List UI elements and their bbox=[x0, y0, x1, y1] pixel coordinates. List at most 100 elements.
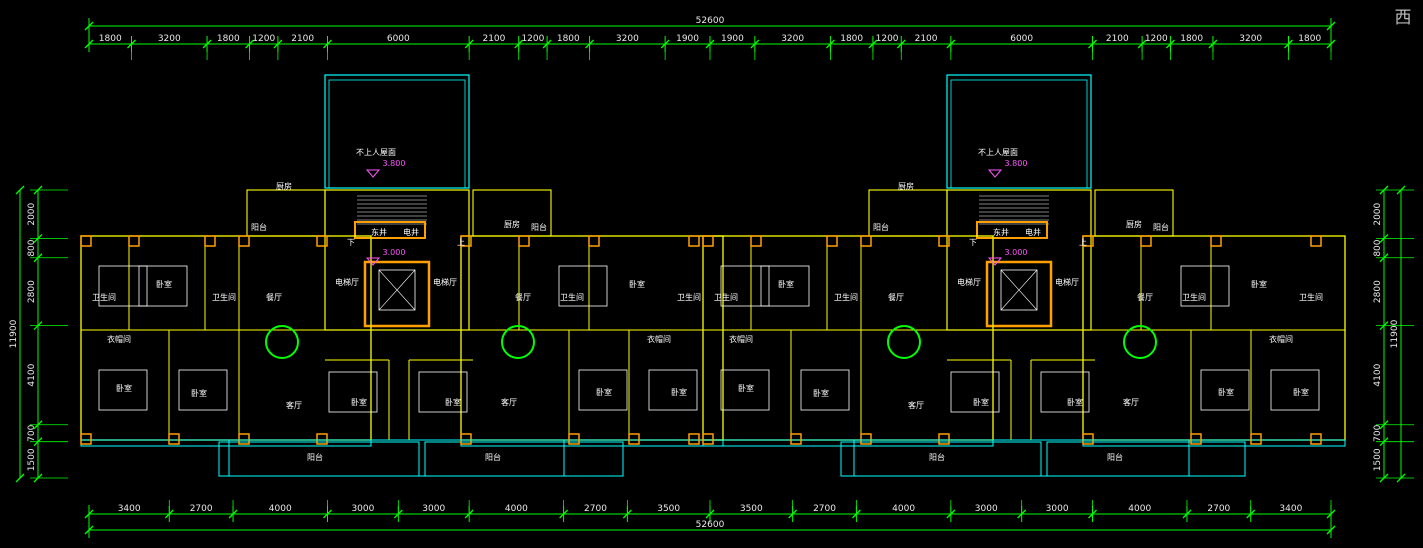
top-segment-label: 1800 bbox=[217, 34, 240, 44]
dimension-tick bbox=[15, 185, 25, 195]
room-label: 电井 bbox=[1025, 227, 1041, 237]
structural-column bbox=[1082, 235, 1094, 247]
roof-terrace-inner bbox=[950, 79, 1088, 189]
structural-column bbox=[518, 235, 530, 247]
bed-fixture bbox=[1040, 371, 1090, 413]
room-label: 卧室 bbox=[671, 387, 687, 397]
bottom-segment-label: 3000 bbox=[975, 504, 998, 514]
balcony bbox=[424, 441, 624, 477]
bottom-segment-label: 4000 bbox=[505, 504, 528, 514]
structural-column bbox=[460, 433, 472, 445]
kitchen-bay bbox=[246, 189, 326, 237]
top-segment-label: 3200 bbox=[616, 34, 639, 44]
room-label: 客厅 bbox=[1123, 397, 1139, 407]
room-label: 卫生间 bbox=[834, 292, 858, 302]
bed-fixture bbox=[720, 369, 770, 411]
room-label: 餐厅 bbox=[1137, 293, 1153, 302]
top-segment-label: 1200 bbox=[876, 34, 899, 44]
bottom-segment-label: 2700 bbox=[584, 504, 607, 514]
top-segment-label: 1200 bbox=[252, 34, 275, 44]
bed-fixture bbox=[178, 369, 228, 411]
bed-fixture bbox=[720, 265, 770, 307]
structural-column bbox=[316, 433, 328, 445]
elevator-x bbox=[378, 269, 416, 311]
structural-column bbox=[588, 235, 600, 247]
room-label: 阳台 bbox=[251, 222, 267, 232]
left-dim-label: 700 bbox=[27, 424, 37, 441]
structural-column bbox=[860, 433, 872, 445]
floor-elevation: 3.000 bbox=[1005, 248, 1028, 257]
room-label: 卧室 bbox=[1293, 387, 1309, 397]
structural-column bbox=[168, 433, 180, 445]
structural-column bbox=[1210, 235, 1222, 247]
bed-fixture bbox=[328, 371, 378, 413]
top-segment-label: 3200 bbox=[158, 34, 181, 44]
roof-elevation: 3.800 bbox=[1005, 159, 1028, 168]
top-total-label: 52600 bbox=[696, 16, 725, 26]
structural-column bbox=[238, 235, 250, 247]
room-label: 阳台 bbox=[485, 452, 501, 462]
structural-column bbox=[568, 433, 580, 445]
bed-fixture bbox=[138, 265, 188, 307]
room-label: 卧室 bbox=[445, 397, 461, 407]
right-dim-label: 1500 bbox=[1373, 448, 1383, 471]
bed-fixture bbox=[760, 265, 810, 307]
structural-column bbox=[1310, 235, 1322, 247]
top-segment-label: 6000 bbox=[1010, 34, 1033, 44]
bed-fixture bbox=[1270, 369, 1320, 411]
kitchen-bay bbox=[868, 189, 948, 237]
top-segment-label: 6000 bbox=[387, 34, 410, 44]
bed-fixture bbox=[98, 265, 148, 307]
elevator-car bbox=[1000, 269, 1038, 311]
left-dim-label: 1500 bbox=[27, 448, 37, 471]
room-label: 卧室 bbox=[1218, 387, 1234, 397]
structural-column bbox=[1250, 433, 1262, 445]
room-label: 卧室 bbox=[596, 387, 612, 397]
room-label: 阳台 bbox=[929, 452, 945, 462]
south-window bbox=[1082, 439, 1346, 447]
room-label: 衣帽间 bbox=[647, 334, 671, 344]
room-labels: 卫生间卧室卫生间餐厅厨房阳台衣帽间卧室卧室客厅卧室电梯厅不上人屋面东井电井电梯厅… bbox=[92, 148, 1323, 462]
bed-fixture bbox=[648, 369, 698, 411]
structural-column bbox=[702, 433, 714, 445]
roof-terrace-inner bbox=[328, 79, 466, 189]
bottom-segment-label: 4000 bbox=[1128, 504, 1151, 514]
top-segment-label: 1900 bbox=[676, 34, 699, 44]
structural-column bbox=[80, 433, 92, 445]
room-label: 卧室 bbox=[1251, 279, 1267, 289]
room-label: 厨房 bbox=[898, 181, 914, 191]
top-segment-label: 3200 bbox=[1239, 34, 1262, 44]
kitchen-bay bbox=[1094, 189, 1174, 237]
bottom-total-label: 52600 bbox=[696, 520, 725, 530]
room-label: 衣帽间 bbox=[107, 334, 131, 344]
bed-fixture bbox=[558, 265, 608, 307]
bottom-segment-label: 3000 bbox=[1046, 504, 1069, 514]
shaft-band bbox=[354, 221, 426, 239]
bed-fixture bbox=[800, 369, 850, 411]
room-label: 卧室 bbox=[351, 397, 367, 407]
room-label: 下 bbox=[969, 238, 977, 247]
dining-table-circle bbox=[1123, 325, 1157, 359]
structural-column bbox=[826, 235, 838, 247]
top-segment-label: 2100 bbox=[1106, 34, 1129, 44]
top-segment-label: 1800 bbox=[1298, 34, 1321, 44]
elevation-marker bbox=[987, 169, 1003, 178]
left-dim-label: 2800 bbox=[27, 280, 37, 303]
room-label: 卫生间 bbox=[92, 292, 116, 302]
dining-table-circle bbox=[501, 325, 535, 359]
structural-column bbox=[628, 433, 640, 445]
structural-column bbox=[128, 235, 140, 247]
top-segment-label: 1800 bbox=[840, 34, 863, 44]
room-label: 阳台 bbox=[1153, 222, 1169, 232]
south-window bbox=[460, 439, 724, 447]
bottom-segment-label: 3400 bbox=[118, 504, 141, 514]
room-label: 上 bbox=[1079, 238, 1087, 247]
top-segment-label: 1800 bbox=[99, 34, 122, 44]
top-segment-label: 3200 bbox=[781, 34, 804, 44]
room-label: 厨房 bbox=[1126, 219, 1142, 229]
room-label: 卫生间 bbox=[714, 292, 738, 302]
room-label: 电梯厅 bbox=[1055, 277, 1079, 287]
room-label: 卧室 bbox=[778, 279, 794, 289]
room-label: 厨房 bbox=[504, 219, 520, 229]
